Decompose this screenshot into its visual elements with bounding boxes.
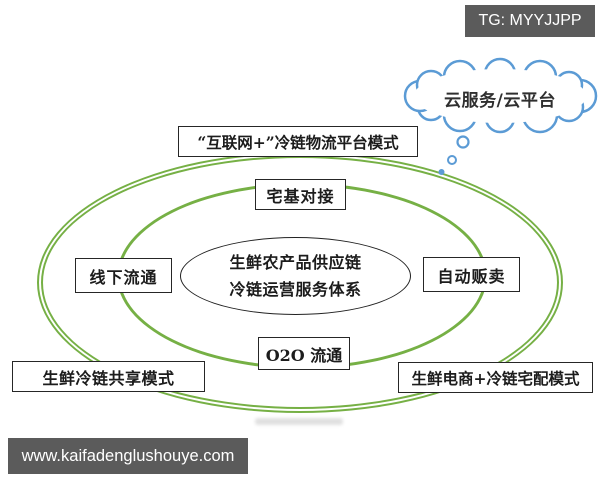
node-cold-chain-sharing-mode: 生鲜冷链共享模式	[12, 361, 205, 392]
cloud-label: 云服务/云平台	[444, 91, 556, 111]
center-line2: 冷链运营服务体系	[229, 280, 362, 299]
node-automatic-vending: 自动贩卖	[423, 257, 520, 292]
website-url-bar: www.kaifadenglushouye.com	[8, 438, 248, 474]
center-line1: 生鲜农产品供应链	[229, 252, 362, 272]
watermark-smudge	[255, 418, 343, 425]
thought-trail-dots	[438, 135, 470, 175]
node-ecommerce-home-delivery-mode: 生鲜电商+冷链宅配模式	[398, 362, 593, 393]
tg-watermark-badge: TG: MYYJJPP	[465, 5, 595, 37]
outer-ellipse-inner-line	[41, 156, 559, 409]
node-homestead-docking: 宅基对接	[255, 179, 346, 210]
node-o2o-circulation: O2O 流通	[258, 337, 350, 370]
center-ellipse-core-system: 生鲜农产品供应链 冷链运营服务体系	[180, 237, 411, 315]
node-internet-plus-platform-mode: “互联网+”冷链物流平台模式	[178, 126, 418, 157]
node-offline-circulation: 线下流通	[75, 258, 172, 293]
